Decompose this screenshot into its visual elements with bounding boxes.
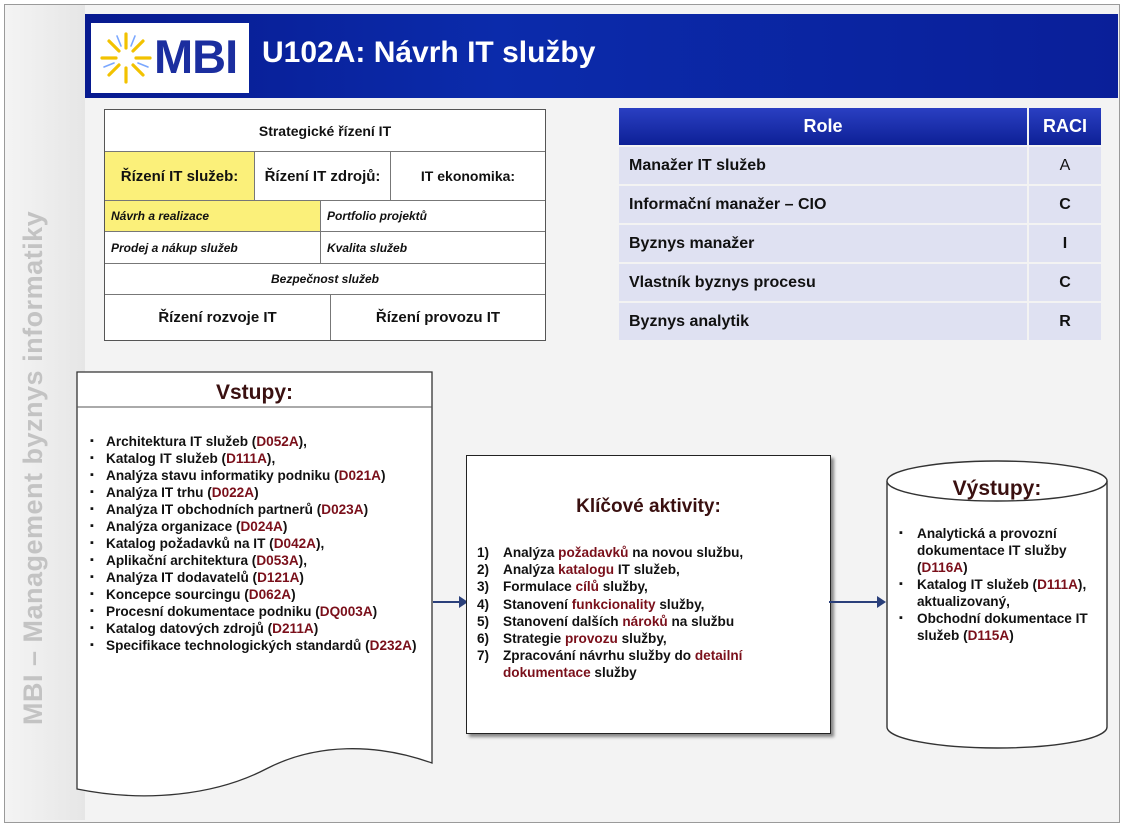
- list-item: Analýza organizace (D024A): [90, 518, 420, 535]
- list-item: 6)Strategie provozu služby,: [477, 631, 667, 647]
- raci-header-raci: RACI: [1029, 108, 1101, 145]
- list-item: Obchodní dokumentace IT služeb (D115A): [899, 610, 1104, 644]
- inputs-document: Vstupy: Architektura IT služeb (D052A), …: [76, 371, 433, 821]
- raci-value: C: [1029, 264, 1101, 301]
- framework-design: Návrh a realizace: [105, 201, 321, 232]
- list-item: 5)Stanovení dalších nároků na službu: [477, 613, 735, 629]
- framework-diagram: Strategické řízení IT Řízení IT služeb: …: [104, 109, 546, 341]
- raci-value: A: [1029, 147, 1101, 184]
- activities-title: Klíčové aktivity:: [576, 496, 721, 517]
- framework-it-economics: IT ekonomika:: [391, 152, 545, 201]
- list-item: Analýza IT obchodních partnerů (D023A): [90, 501, 420, 518]
- raci-table: Role RACI Manažer IT služeb A Informační…: [619, 108, 1101, 340]
- list-item: 3)Formulace cílů služby,: [477, 579, 648, 595]
- arrow-right-icon: [433, 596, 468, 608]
- framework-operations: Řízení provozu IT: [375, 309, 501, 326]
- raci-row: Byznys analytik R: [619, 303, 1101, 340]
- raci-row: Informační manažer – CIO C: [619, 186, 1101, 223]
- list-item: Katalog IT služeb (D111A), aktualizovaný…: [899, 576, 1104, 610]
- inputs-list: Architektura IT služeb (D052A), Katalog …: [90, 433, 420, 654]
- raci-value: R: [1029, 303, 1101, 340]
- raci-role: Byznys manažer: [619, 225, 1027, 262]
- arrow-right-icon: [829, 596, 886, 608]
- list-item: 2)Analýza katalogu IT služeb,: [477, 562, 680, 578]
- logo: MBI: [91, 23, 249, 93]
- framework-development: Řízení rozvoje IT: [105, 295, 331, 340]
- list-item: Analýza IT dodavatelů (D121A): [90, 569, 420, 586]
- list-item: Architektura IT služeb (D052A),: [90, 433, 420, 450]
- list-item: Koncepce sourcingu (D062A): [90, 586, 420, 603]
- raci-value: I: [1029, 225, 1101, 262]
- raci-value: C: [1029, 186, 1101, 223]
- list-item: Katalog požadavků na IT (D042A),: [90, 535, 420, 552]
- sun-logo-icon: [100, 32, 152, 84]
- raci-role: Vlastník byznys procesu: [619, 264, 1027, 301]
- list-item: Katalog IT služeb (D111A),: [90, 450, 420, 467]
- framework-strategic: Strategické řízení IT: [105, 110, 545, 152]
- framework-mgmt-services: Řízení IT služeb:: [105, 152, 255, 201]
- outputs-title: Výstupy:: [952, 477, 1042, 500]
- framework-mgmt-resources: Řízení IT zdrojů:: [255, 152, 391, 201]
- raci-row: Byznys manažer I: [619, 225, 1101, 262]
- raci-role: Manažer IT služeb: [619, 147, 1027, 184]
- raci-row: Manažer IT služeb A: [619, 147, 1101, 184]
- list-item: Specifikace technologických standardů (D…: [90, 637, 420, 654]
- outputs-list: Analytická a provozní dokumentace IT slu…: [899, 525, 1104, 644]
- list-item: Analytická a provozní dokumentace IT slu…: [899, 525, 1104, 576]
- page-title: U102A: Návrh IT služby: [262, 36, 596, 69]
- list-item: Aplikační architektura (D053A),: [90, 552, 420, 569]
- side-band: [5, 5, 85, 820]
- raci-role: Informační manažer – CIO: [619, 186, 1027, 223]
- list-item: Procesní dokumentace podniku (DQ003A): [90, 603, 420, 620]
- activities-list: 1)Analýza požadavků na novou službu, 2)A…: [477, 544, 822, 682]
- raci-row: Vlastník byznys procesu C: [619, 264, 1101, 301]
- logo-text: MBI: [154, 30, 238, 83]
- outputs-cylinder: Výstupy: Analytická a provozní dokumenta…: [885, 459, 1109, 751]
- raci-role: Byznys analytik: [619, 303, 1027, 340]
- framework-portfolio: Portfolio projektů: [321, 201, 545, 232]
- activities-box: Klíčové aktivity: 1)Analýza požadavků na…: [466, 455, 831, 734]
- list-item: Analýza IT trhu (D022A): [90, 484, 420, 501]
- raci-header-role: Role: [619, 108, 1027, 145]
- list-item: Analýza stavu informatiky podniku (D021A…: [90, 467, 420, 484]
- vertical-title: MBI – Management byznys informatiky: [18, 210, 48, 725]
- list-item: 4)Stanovení funkcionality služby,: [477, 596, 705, 612]
- header-bar: [85, 14, 1118, 98]
- list-item: 7)Zpracování návrhu služby do detailní d…: [477, 648, 743, 681]
- framework-sales: Prodej a nákup služeb: [105, 232, 321, 264]
- framework-quality: Kvalita služeb: [321, 232, 545, 264]
- framework-security: Bezpečnost služeb: [105, 264, 545, 295]
- list-item: Katalog datových zdrojů (D211A): [90, 620, 420, 637]
- raci-header-row: Role RACI: [619, 108, 1101, 145]
- inputs-title: Vstupy:: [215, 381, 293, 404]
- list-item: 1)Analýza požadavků na novou službu,: [477, 545, 744, 560]
